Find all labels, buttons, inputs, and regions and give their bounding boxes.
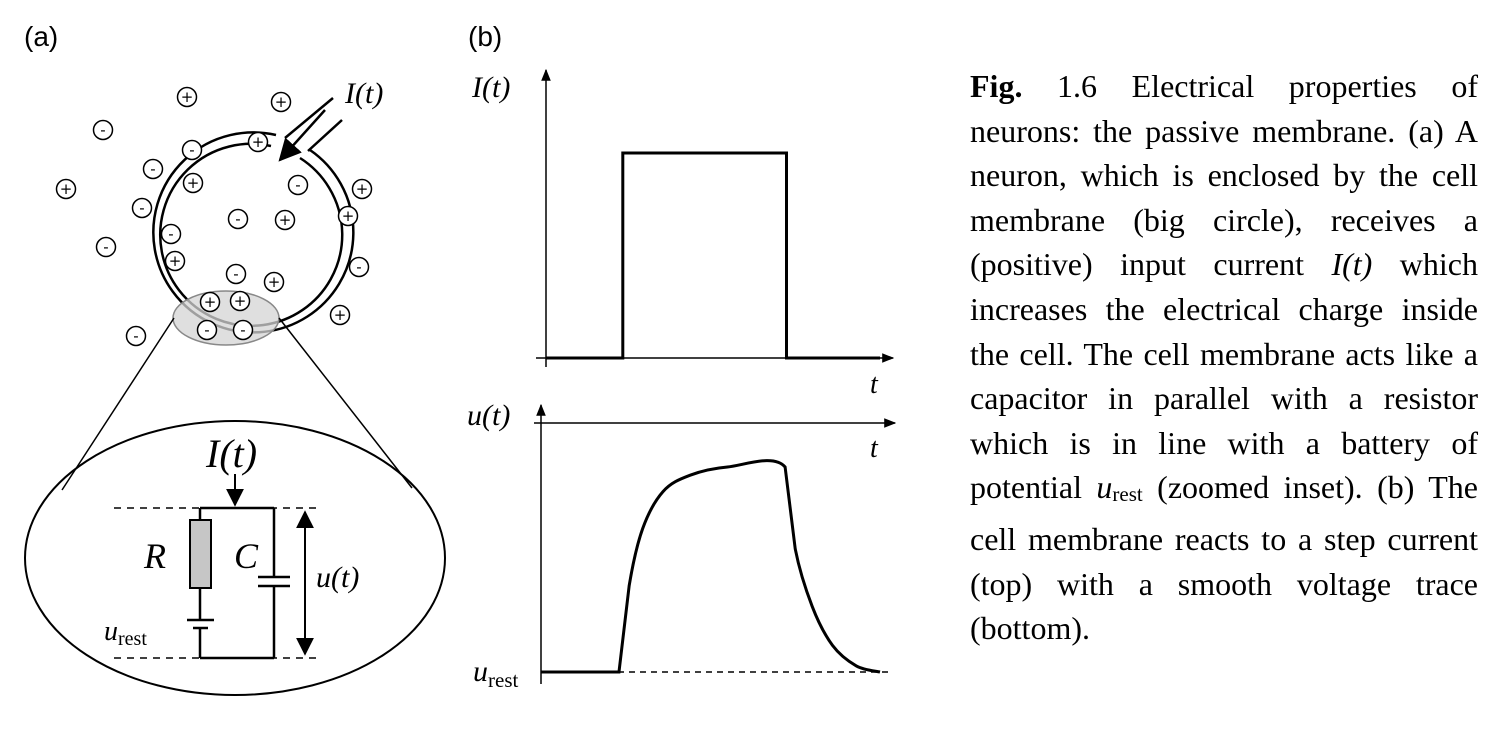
caption-text-3: (zoomed inset). (b) The cell membrane re… (970, 469, 1479, 647)
ion-sign: - (103, 238, 108, 256)
positive-ion-icon (274, 209, 296, 231)
positive-ion-icon (337, 205, 359, 227)
negative-ion-icon (125, 325, 147, 347)
resistor-icon (189, 519, 212, 589)
positive-ion-icon (164, 250, 186, 272)
positive-ion-icon (176, 86, 198, 108)
top-plot-axes (536, 68, 895, 367)
electrode-icon (278, 97, 343, 162)
negative-ion-icon (232, 319, 254, 341)
ion-sign: + (334, 306, 347, 324)
zoom-line-right (278, 317, 413, 489)
ions: ++---+++-+--++--+--++++--- (55, 86, 373, 347)
bottom-plot-axes (534, 403, 897, 684)
positive-ion-icon (55, 178, 77, 200)
ion-sign: - (295, 176, 300, 194)
membrane-patch (172, 290, 280, 346)
ion-sign: + (169, 252, 182, 270)
ion-sign: - (133, 327, 138, 345)
positive-ion-icon (247, 131, 269, 153)
bottom-plot-baseline-label: urest (473, 655, 518, 692)
capacitor-label: C (234, 536, 259, 576)
caption-text-1: 1.6 Electrical properties of neurons: th… (970, 68, 1478, 283)
ion-sign: - (233, 265, 238, 283)
caption-urest-symbol: urest (1096, 469, 1143, 507)
negative-ion-icon (92, 119, 114, 141)
caption-fig-label: Fig. (970, 68, 1023, 104)
ion-sign: - (204, 321, 209, 339)
ion-sign: - (139, 199, 144, 217)
negative-ion-icon (227, 208, 249, 230)
inset-ellipse (24, 420, 446, 696)
ion-sign: + (275, 93, 288, 111)
bottom-plot-xlabel: t (870, 433, 879, 464)
negative-ion-icon (160, 223, 182, 245)
positive-ion-icon (270, 91, 292, 113)
negative-ion-icon (196, 319, 218, 341)
ion-sign: + (60, 180, 73, 198)
negative-ion-icon (287, 174, 309, 196)
top-plot-ylabel: I(t) (471, 71, 510, 104)
ion-sign: + (234, 292, 247, 310)
ion-sign: - (235, 210, 240, 228)
top-plot-xlabel: t (870, 369, 879, 400)
ion-sign: + (252, 133, 265, 151)
circuit-current-label: I(t) (205, 431, 257, 476)
electrode-current-label: I(t) (344, 77, 383, 110)
negative-ion-icon (348, 256, 370, 278)
panel-a-label: (a) (24, 21, 58, 52)
negative-ion-icon (95, 236, 117, 258)
ion-sign: + (204, 293, 217, 311)
positive-ion-icon (199, 291, 221, 313)
voltage-label: u(t) (316, 561, 359, 594)
positive-ion-icon (182, 172, 204, 194)
ion-sign: - (189, 141, 194, 159)
battery-label: urest (104, 616, 147, 650)
positive-ion-icon (263, 271, 285, 293)
ion-sign: - (150, 160, 155, 178)
rc-circuit (114, 474, 320, 660)
caption-text-2: which increases the electrical charge in… (970, 246, 1479, 506)
caption-current-symbol: I(t) (1331, 246, 1373, 283)
ion-sign: + (187, 174, 200, 192)
ion-sign: + (342, 207, 355, 225)
ion-sign: - (240, 321, 245, 339)
voltage-trace (541, 459, 881, 674)
current-step-trace (546, 151, 880, 360)
ion-sign: + (356, 180, 369, 198)
bottom-plot-ylabel: u(t) (467, 399, 510, 432)
positive-ion-icon (329, 304, 351, 326)
negative-ion-icon (131, 197, 153, 219)
positive-ion-icon (351, 178, 373, 200)
ion-sign: - (100, 121, 105, 139)
ion-sign: - (356, 258, 361, 276)
ion-sign: + (268, 273, 281, 291)
panel-b-label: (b) (468, 21, 502, 52)
ion-sign: + (279, 211, 292, 229)
resistor-label: R (143, 536, 166, 576)
ion-sign: + (181, 88, 194, 106)
negative-ion-icon (225, 263, 247, 285)
negative-ion-icon (142, 158, 164, 180)
negative-ion-icon (181, 139, 203, 161)
figure-caption: Fig. 1.6 Electrical properties of neuron… (970, 64, 1478, 651)
zoom-line-left (61, 317, 175, 491)
positive-ion-icon (229, 290, 251, 312)
ion-sign: - (168, 225, 173, 243)
